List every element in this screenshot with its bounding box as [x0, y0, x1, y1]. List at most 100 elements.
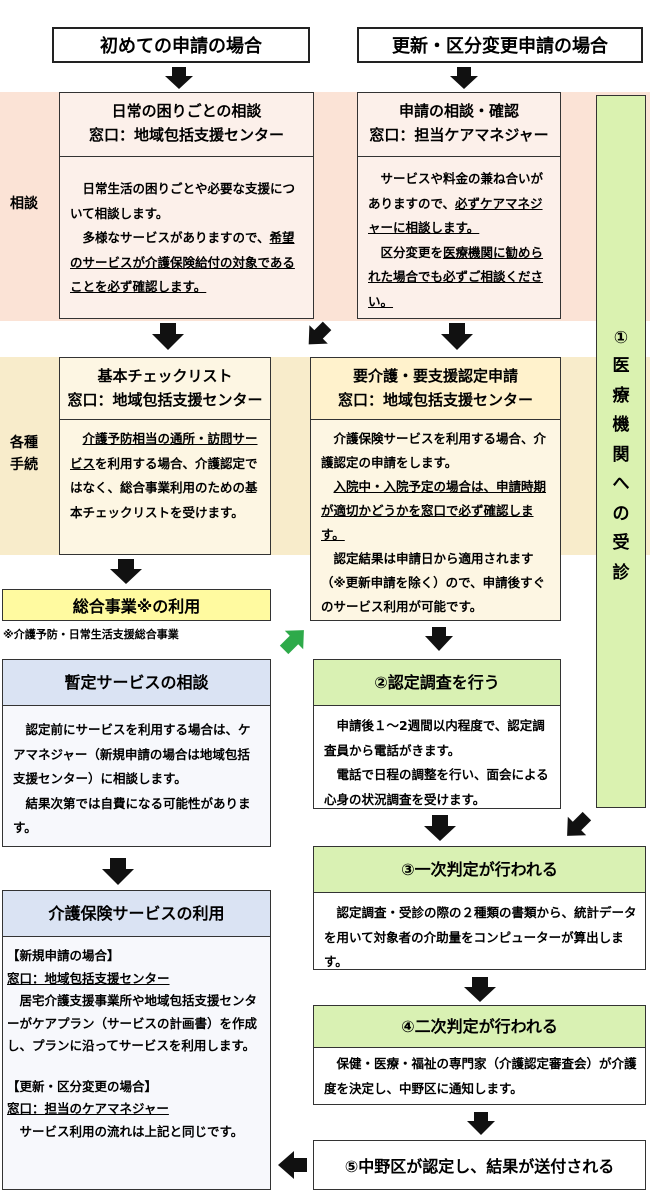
daily-consult-header: 日常の困りごとの相談 窓口：地域包括支援センター: [60, 93, 313, 157]
daily-consult-text-2b: 希望のサービスが介護保険給付の対象であることを必ず確認します。: [70, 230, 295, 294]
certification-body: 介護保険サービスを利用する場合、介護認定の申請をします。 入院中・入院予定の場合…: [311, 420, 560, 625]
certification-title: 要介護・要支援認定申請: [352, 367, 518, 385]
medical-visit-char: 診: [612, 562, 630, 583]
first-judgment-body: 認定調査・受診の際の２種類の書類から、統計データを用いて対象者の介助量をコンピュ…: [314, 893, 645, 981]
application-consult-header: 申請の相談・確認 窓口：担当ケアマネジャー: [358, 93, 560, 157]
medical-visit-box: ① 医療機関への受診: [596, 95, 646, 808]
survey-header: ②認定調査を行う: [314, 660, 560, 706]
survey-card: ②認定調査を行う 申請後１～2週間以内程度で、認定調査員から電話がきます。 電話…: [313, 659, 561, 809]
medical-visit-char: へ: [612, 474, 630, 494]
checklist-header: 基本チェックリスト 窓口：地域包括支援センター: [60, 358, 270, 420]
provisional-service-text-2: 結果次第では自費になる可能性があります。: [13, 795, 251, 836]
insurance-use-new-head: 【新規申請の場合】: [7, 948, 120, 963]
checklist-card: 基本チェックリスト 窓口：地域包括支援センター 介護予防相当の通所・訪問サービス…: [59, 357, 271, 555]
daily-consult-window: 窓口：地域包括支援センター: [88, 126, 284, 144]
arrow-down-4: [441, 323, 473, 350]
result-box: ⑤中野区が認定し、結果が送付される: [313, 1140, 646, 1190]
insurance-use-renew-window: 窓口：担当のケアマネジャー: [7, 1101, 169, 1116]
arrow-diagonal-1: [308, 321, 332, 345]
application-consult-text-2: 区分変更を医療機関に勧められた場合でも必ずご相談ください。: [368, 241, 552, 315]
row-label-consult: 相談: [10, 196, 38, 212]
daily-consult-text-2a: 多様なサービスがありますので、: [82, 230, 270, 245]
application-consult-text-2a: 区分変更を: [380, 244, 444, 260]
provisional-service-card: 暫定サービスの相談 認定前にサービスを利用する場合は、ケアマネジャー（新規申請の…: [2, 659, 271, 847]
provisional-service-body: 認定前にサービスを利用する場合は、ケアマネジャー（新規申請の場合は地域包括支援セ…: [3, 706, 270, 847]
second-judgment-card: ④二次判定が行われる 保健・医療・福祉の専門家（介護認定審査会）が介護度を決定し…: [313, 1005, 646, 1105]
daily-consult-title: 日常の困りごとの相談: [111, 102, 262, 120]
arrow-down-7: [102, 858, 134, 885]
checklist-text-b: を利用する場合、介護認定ではなく、総合事業利用のための基本チェックリストを受けま…: [70, 455, 258, 520]
checklist-text: 介護予防相当の通所・訪問サービスを利用する場合、介護認定ではなく、総合事業利用の…: [70, 427, 262, 525]
application-consult-title: 申請の相談・確認: [398, 102, 519, 120]
checklist-window: 窓口：地域包括支援センター: [67, 391, 263, 409]
first-judgment-card: ③一次判定が行われる 認定調査・受診の際の２種類の書類から、統計データを用いて対…: [313, 846, 646, 970]
row-label-procedure: 各種 手続: [10, 432, 38, 476]
arrow-green: [279, 630, 304, 655]
certification-text-2: 入院中・入院予定の場合は、申請時期が適切かどうかを窓口で必ず確認します。: [321, 479, 547, 542]
certification-text-1: 介護保険サービスを利用する場合、介護認定の申請をします。: [321, 431, 547, 470]
arrow-down-2: [450, 67, 478, 89]
certification-card: 要介護・要支援認定申請 窓口：地域包括支援センター 介護保険サービスを利用する場…: [310, 357, 561, 621]
certification-window: 窓口：地域包括支援センター: [337, 391, 533, 409]
daily-consult-card: 日常の困りごとの相談 窓口：地域包括支援センター 日常生活の困りごとや必要な支援…: [59, 92, 314, 319]
survey-text-2: 電話で日程の調整を行い、面会による心身の状況調査を受けます。: [324, 767, 549, 807]
certification-text-3: 認定結果は申請日から適用されます（※更新申請を除く）ので、申請後すぐのサービス利…: [321, 551, 546, 614]
first-judgment-text: 認定調査・受診の際の２種類の書類から、統計データを用いて対象者の介助量をコンピュ…: [324, 905, 637, 969]
medical-visit-char: 療: [612, 385, 630, 406]
survey-text-1: 申請後１～2週間以内程度で、認定調査員から電話がきます。: [324, 718, 545, 758]
medical-visit-label: 医療機関への受診: [613, 352, 630, 588]
insurance-use-card: 介護保険サービスの利用 【新規申請の場合】 窓口：地域包括支援センター 居宅介護…: [2, 890, 271, 1190]
insurance-use-body: 【新規申請の場合】 窓口：地域包括支援センター 居宅介護支援事業所や地域包括支援…: [3, 937, 270, 1149]
provisional-service-title: 暫定サービスの相談: [64, 673, 209, 692]
arrow-down-1: [165, 67, 193, 89]
result-title: ⑤中野区が認定し、結果が送付される: [344, 1157, 615, 1176]
checklist-text-a: 介護予防相当の通所・訪問サービス: [70, 431, 258, 471]
provisional-service-header: 暫定サービスの相談: [3, 660, 270, 706]
arrow-down-10: [467, 1112, 495, 1135]
survey-body: 申請後１～2週間以内程度で、認定調査員から電話がきます。 電話で日程の調整を行い…: [314, 706, 560, 818]
insurance-use-title: 介護保険サービスの利用: [48, 904, 225, 923]
medical-visit-number: ①: [613, 328, 629, 348]
survey-title: ②認定調査を行う: [374, 673, 500, 692]
application-consult-card: 申請の相談・確認 窓口：担当ケアマネジャー サービスや料金の兼ね合いがありますの…: [357, 92, 561, 319]
sogo-jigyo-box: 総合事業※の利用: [2, 589, 271, 621]
second-judgment-header: ④二次判定が行われる: [314, 1006, 645, 1048]
second-judgment-title: ④二次判定が行われる: [401, 1017, 558, 1036]
medical-visit-char: 医: [612, 356, 630, 376]
first-judgment-header: ③一次判定が行われる: [314, 847, 645, 893]
insurance-use-new-window: 窓口：地域包括支援センター: [7, 970, 170, 986]
arrow-down-6: [425, 627, 453, 651]
insurance-use-renew-body: サービス利用の流れは上記と同じです。: [19, 1123, 244, 1139]
medical-visit-char: 関: [612, 444, 630, 465]
certification-header: 要介護・要支援認定申請 窓口：地域包括支援センター: [311, 358, 560, 420]
renewal-application-header: 更新・区分変更申請の場合: [357, 27, 643, 63]
daily-consult-text-2: 多様なサービスがありますので、希望のサービスが介護保険給付の対象であることを必ず…: [70, 226, 305, 300]
medical-visit-char: 機: [612, 415, 630, 435]
application-consult-text-1: サービスや料金の兼ね合いがありますので、必ずケアマネジャーに相談します。: [368, 167, 552, 241]
insurance-use-new-body: 居宅介護支援事業所や地域包括支援センターがケアプラン（サービスの計画書）を作成し…: [7, 993, 258, 1053]
application-consult-text-1a: サービスや料金の兼ね合いがありますので、: [368, 171, 544, 211]
arrow-down-9: [464, 977, 496, 1002]
application-consult-text-1b: 必ずケアマネジャーに相談します。: [368, 195, 543, 236]
application-consult-body: サービスや料金の兼ね合いがありますので、必ずケアマネジャーに相談します。 区分変…: [358, 157, 560, 320]
application-consult-window: 窓口：担当ケアマネジャー: [369, 126, 549, 144]
row-label-procedure-line2: 手続: [10, 457, 38, 473]
medical-visit-char: 受: [612, 533, 630, 553]
medical-visit-char: の: [612, 503, 630, 524]
checklist-title: 基本チェックリスト: [97, 367, 233, 385]
second-judgment-body: 保健・医療・福祉の専門家（介護認定審査会）が介護度を決定し、中野区に通知します。: [314, 1048, 645, 1107]
first-judgment-title: ③一次判定が行われる: [401, 860, 558, 879]
provisional-service-text-1: 認定前にサービスを利用する場合は、ケアマネジャー（新規申請の場合は地域包括支援セ…: [13, 722, 251, 786]
insurance-use-renew-head: 【更新・区分変更の場合】: [7, 1078, 158, 1094]
sogo-jigyo-title: 総合事業※の利用: [72, 597, 201, 616]
insurance-use-header: 介護保険サービスの利用: [3, 891, 270, 937]
daily-consult-text-1: 日常生活の困りごとや必要な支援について相談します。: [70, 181, 296, 221]
first-application-header: 初めての申請の場合: [52, 27, 310, 63]
arrow-left-result: [278, 1151, 307, 1179]
application-consult-text-2b: 医療機関に勧められた場合でも必ずご相談ください。: [368, 244, 544, 309]
row-label-procedure-line1: 各種: [10, 435, 38, 451]
arrow-diagonal-2: [567, 811, 592, 836]
arrow-down-5: [110, 559, 142, 584]
arrow-down-3: [152, 323, 184, 350]
sogo-jigyo-note: ※介護予防・日常生活支援総合事業: [3, 628, 179, 641]
